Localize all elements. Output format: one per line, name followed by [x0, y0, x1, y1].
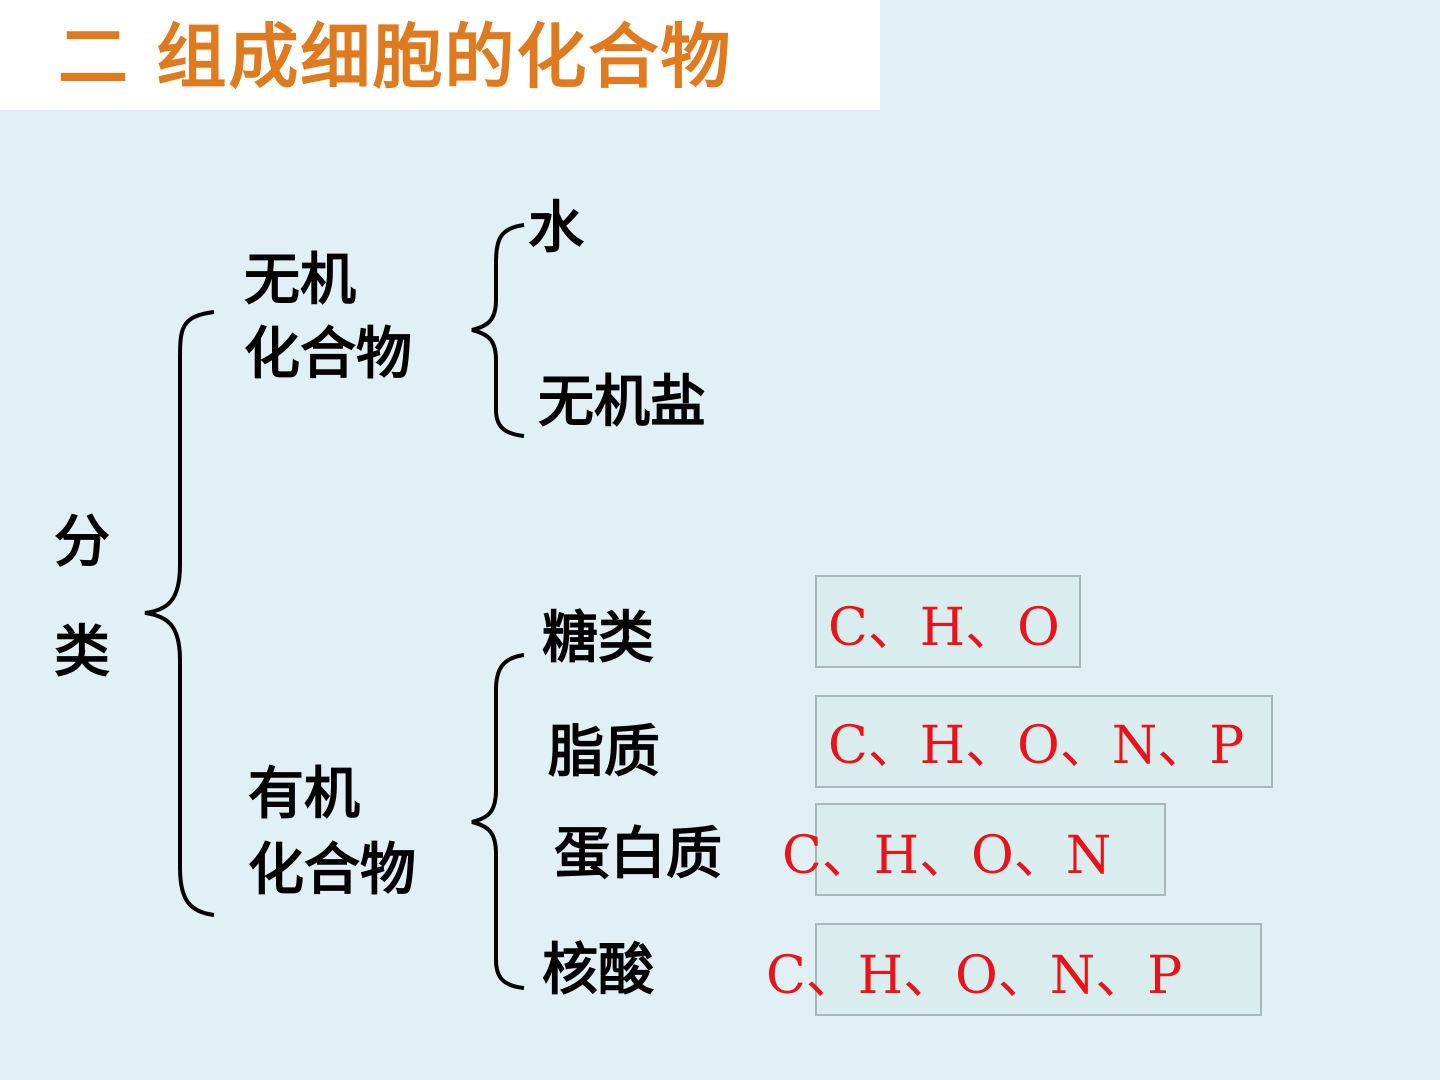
- organic-label-line2: 化合物: [248, 838, 416, 903]
- organic-label-line1: 有机: [248, 762, 360, 827]
- inorganic-label-line2: 化合物: [244, 322, 412, 387]
- item-water: 水: [528, 196, 584, 261]
- item-protein: 蛋白质: [554, 822, 722, 887]
- item-sugar: 糖类: [542, 606, 654, 671]
- title-bar: [0, 0, 880, 110]
- root-brace: [144, 310, 215, 917]
- sugar-elements: C、H、O: [828, 598, 1060, 658]
- nucleic-acid-element-box: [815, 923, 1262, 1016]
- lipid-element-box: [815, 695, 1273, 788]
- lipid-elements: C、H、O、N、P: [828, 716, 1245, 776]
- item-inorganic-salt: 无机盐: [538, 370, 706, 435]
- protein-element-box: [815, 803, 1166, 896]
- protein-elements: C、H、O、N: [782, 826, 1112, 886]
- slide-title: 二 组成细胞的化合物: [58, 16, 733, 98]
- nucleic-acid-elements: C、H、O、N、P: [766, 946, 1183, 1006]
- item-nucleic-acid: 核酸: [542, 938, 654, 1003]
- organic-brace: [471, 653, 525, 990]
- root-label-line1: 分: [54, 510, 110, 575]
- inorganic-label-line1: 无机: [244, 248, 356, 313]
- inorganic-brace: [471, 223, 525, 438]
- sugar-element-box: [815, 575, 1081, 668]
- item-lipid: 脂质: [548, 720, 660, 785]
- root-label-line2: 类: [54, 620, 110, 685]
